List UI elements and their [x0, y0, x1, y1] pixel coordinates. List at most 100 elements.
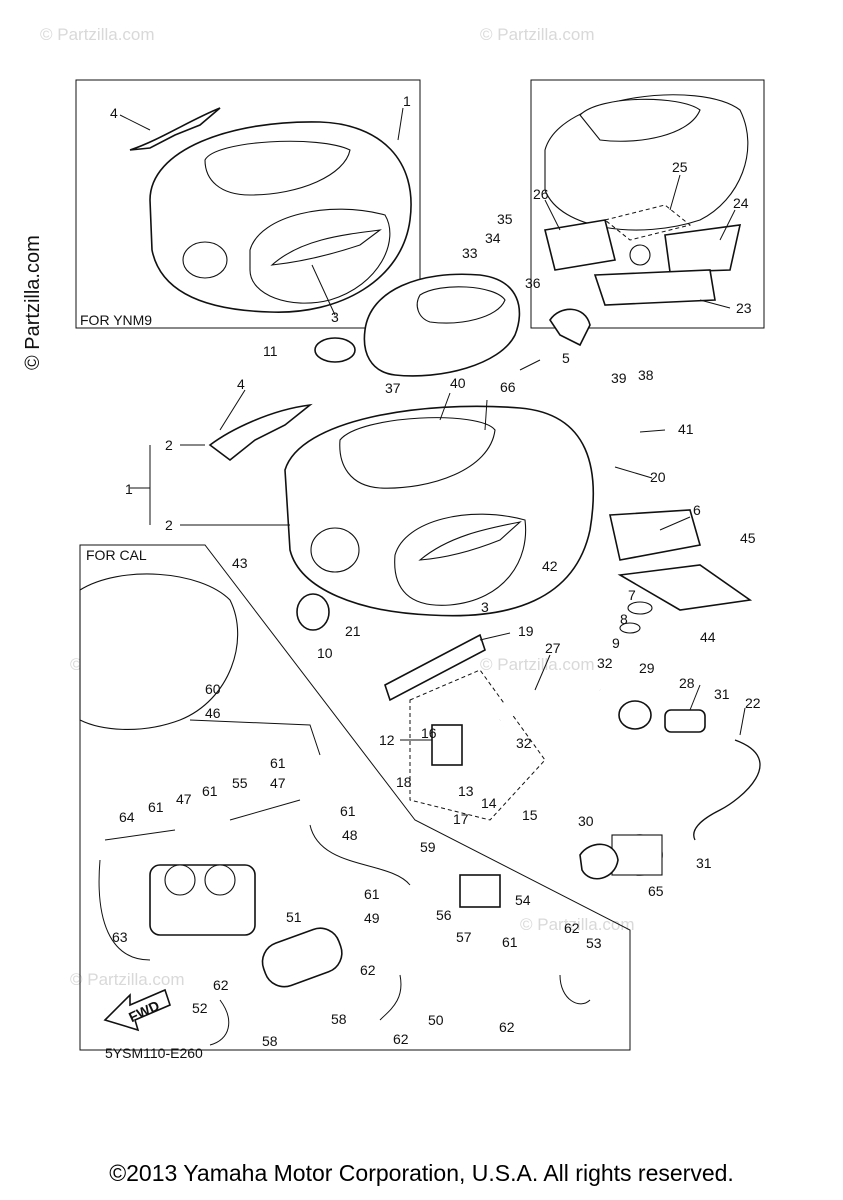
- callout-14: 14: [481, 795, 497, 811]
- copyright-footer: ©2013 Yamaha Motor Corporation, U.S.A. A…: [109, 1160, 734, 1186]
- pump-bracket-30: [579, 843, 619, 880]
- callout-61d: 61: [148, 799, 164, 815]
- callout-35: 35: [497, 211, 513, 227]
- callout-28: 28: [679, 675, 695, 691]
- callout-47: 47: [270, 775, 286, 791]
- callout-31b: 31: [696, 855, 712, 871]
- damper-7: [627, 601, 653, 615]
- callout-23: 23: [736, 300, 752, 316]
- fwd-arrow-icon: FWD: [103, 988, 171, 1032]
- ynm9-emblem: [270, 229, 382, 266]
- hose-46: [189, 719, 321, 756]
- callout-5: 5: [562, 350, 570, 366]
- callout-61c: 61: [340, 803, 356, 819]
- ynm9-box-label: FOR YNM9: [80, 312, 152, 328]
- watermark-text: © Partzilla.com: [480, 655, 595, 674]
- callout-22: 22: [745, 695, 761, 711]
- rear-bracket-6: [609, 509, 702, 561]
- callout-20: 20: [650, 469, 666, 485]
- hose-52: [209, 999, 230, 1046]
- callout-7: 7: [628, 587, 636, 603]
- callout-56: 56: [436, 907, 452, 923]
- hose-50: [379, 974, 402, 1021]
- callout-1b: 1: [125, 481, 133, 497]
- callout-34: 34: [485, 230, 501, 246]
- pad-24: [664, 224, 742, 273]
- callout-6: 6: [693, 502, 701, 518]
- rear-bracket-44: [617, 564, 753, 611]
- fuel-filter: [664, 709, 706, 733]
- tank-cover-window: [416, 286, 506, 324]
- ynm9-inset: FOR YNM9: [75, 79, 421, 329]
- cal-inset: FOR CAL 5YSM110-E260: [79, 544, 631, 1061]
- callout-8: 8: [620, 611, 628, 627]
- callout-25: 25: [672, 159, 688, 175]
- callout-52: 52: [192, 1000, 208, 1016]
- callout-33: 33: [462, 245, 478, 261]
- pads-box: [530, 79, 765, 329]
- watermark-text: © Partzilla.com: [480, 25, 595, 44]
- callout-numbers: 1 4 3 35 34 33 36 5 38 39 11 37 4 40 66 …: [110, 93, 761, 1049]
- callout-66: 66: [500, 379, 516, 395]
- pad-26: [544, 219, 616, 271]
- damper-10: [296, 593, 330, 631]
- callout-32: 32: [597, 655, 613, 671]
- watermark-text: © Partzilla.com: [70, 970, 185, 989]
- callout-9: 9: [612, 635, 620, 651]
- callout-53: 53: [586, 935, 602, 951]
- callout-62b: 62: [360, 962, 376, 978]
- callout-55: 55: [232, 775, 248, 791]
- callout-61b: 61: [202, 783, 218, 799]
- callout-32b: 32: [516, 735, 532, 751]
- callout-64: 64: [119, 809, 135, 825]
- callout-13: 13: [458, 783, 474, 799]
- ynm9-emblem-decal: [129, 107, 221, 151]
- washer-8: [619, 622, 641, 634]
- callout-11: 11: [263, 343, 278, 359]
- callout-40: 40: [450, 375, 466, 391]
- callout-58b: 58: [262, 1033, 278, 1049]
- drawing-code: 5YSM110-E260: [105, 1045, 203, 1061]
- seal-19: [384, 633, 486, 702]
- callout-42: 42: [542, 558, 558, 574]
- cal-tank-shape: [79, 573, 239, 731]
- hose-48: [309, 824, 411, 886]
- callout-1: 1: [403, 93, 411, 109]
- callout-58: 58: [331, 1011, 347, 1027]
- callout-19: 19: [518, 623, 534, 639]
- valve-54: [459, 874, 501, 908]
- callout-46: 46: [205, 705, 221, 721]
- tank-emblem: [418, 521, 522, 561]
- callout-26: 26: [533, 186, 549, 202]
- callout-16: 16: [421, 725, 437, 741]
- callout-65: 65: [648, 883, 664, 899]
- hose-63: [98, 859, 151, 961]
- callout-38: 38: [638, 367, 654, 383]
- callout-61: 61: [270, 755, 286, 771]
- pads-inset: [530, 79, 765, 329]
- callout-18: 18: [396, 774, 412, 790]
- callout-59: 59: [420, 839, 436, 855]
- main-fuel-tank: [208, 403, 595, 617]
- pads-filler-recess: [579, 98, 701, 142]
- callout-37: 37: [385, 380, 401, 396]
- callout-30: 30: [578, 813, 594, 829]
- fuel-hose-27-inner: [496, 682, 601, 722]
- filter-cap: [618, 700, 652, 730]
- callout-36: 36: [525, 275, 541, 291]
- ynm9-box: [75, 79, 421, 329]
- hose-64: [104, 829, 176, 841]
- fuel-cap: [314, 337, 356, 363]
- callout-29: 29: [639, 660, 655, 676]
- callout-21: 21: [345, 623, 361, 639]
- callout-27: 27: [545, 640, 561, 656]
- pad-25-outline: [603, 204, 692, 241]
- callout-45: 45: [740, 530, 756, 546]
- callout-41: 41: [678, 421, 694, 437]
- callout-60: 60: [205, 681, 221, 697]
- pad-23: [593, 269, 716, 306]
- ynm9-side-hole: [182, 241, 228, 279]
- hose-53: [559, 974, 591, 1005]
- callout-15: 15: [522, 807, 538, 823]
